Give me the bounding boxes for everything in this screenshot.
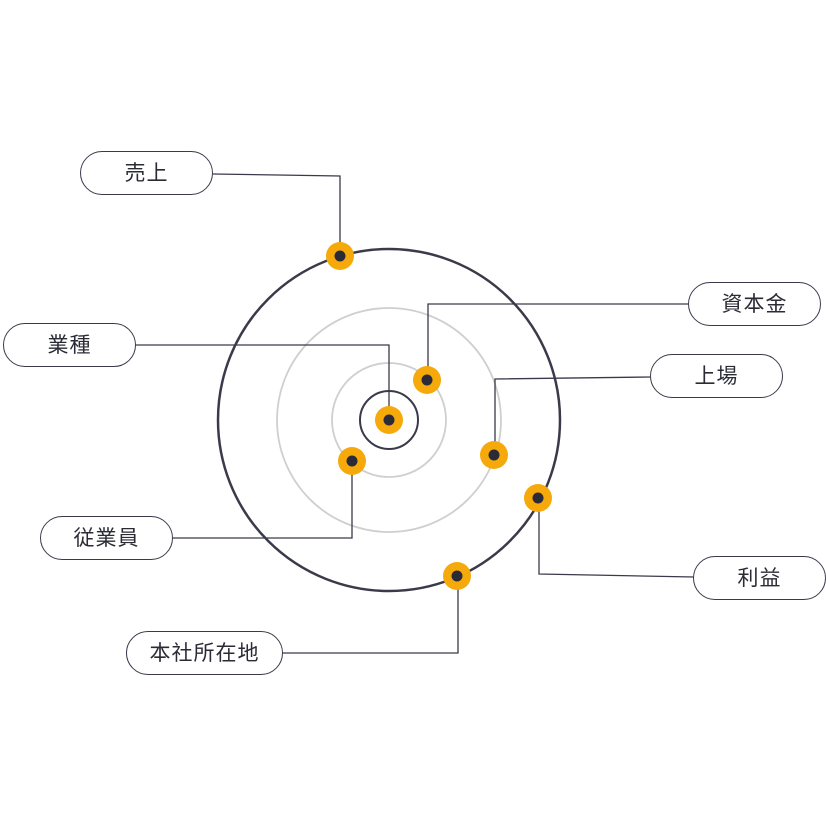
marker-jugyoin: [338, 447, 366, 475]
label-shihonkin: 資本金: [688, 282, 821, 326]
marker-honsha: [443, 562, 471, 590]
connector-honsha: [280, 576, 459, 654]
label-uriage: 売上: [80, 151, 213, 195]
label-honsha: 本社所在地: [126, 631, 283, 675]
marker-gyoshu: [375, 406, 403, 434]
label-jugyoin: 従業員: [40, 516, 173, 560]
connector-jojo: [494, 376, 651, 455]
connector-rieki: [538, 498, 695, 578]
marker-rieki: [524, 484, 552, 512]
connector-uriage: [212, 173, 341, 256]
marker-jojo: [480, 441, 508, 469]
label-rieki: 利益: [693, 556, 826, 600]
connector-jugyoin: [172, 461, 353, 539]
marker-uriage: [326, 242, 354, 270]
connector-gyoshu: [135, 344, 390, 419]
label-gyoshu: 業種: [3, 323, 136, 367]
marker-shihonkin: [413, 366, 441, 394]
label-jojo: 上場: [650, 354, 783, 398]
middle-ring: [276, 307, 502, 533]
connector-shihonkin: [427, 303, 688, 379]
outer-ring: [216, 247, 562, 593]
